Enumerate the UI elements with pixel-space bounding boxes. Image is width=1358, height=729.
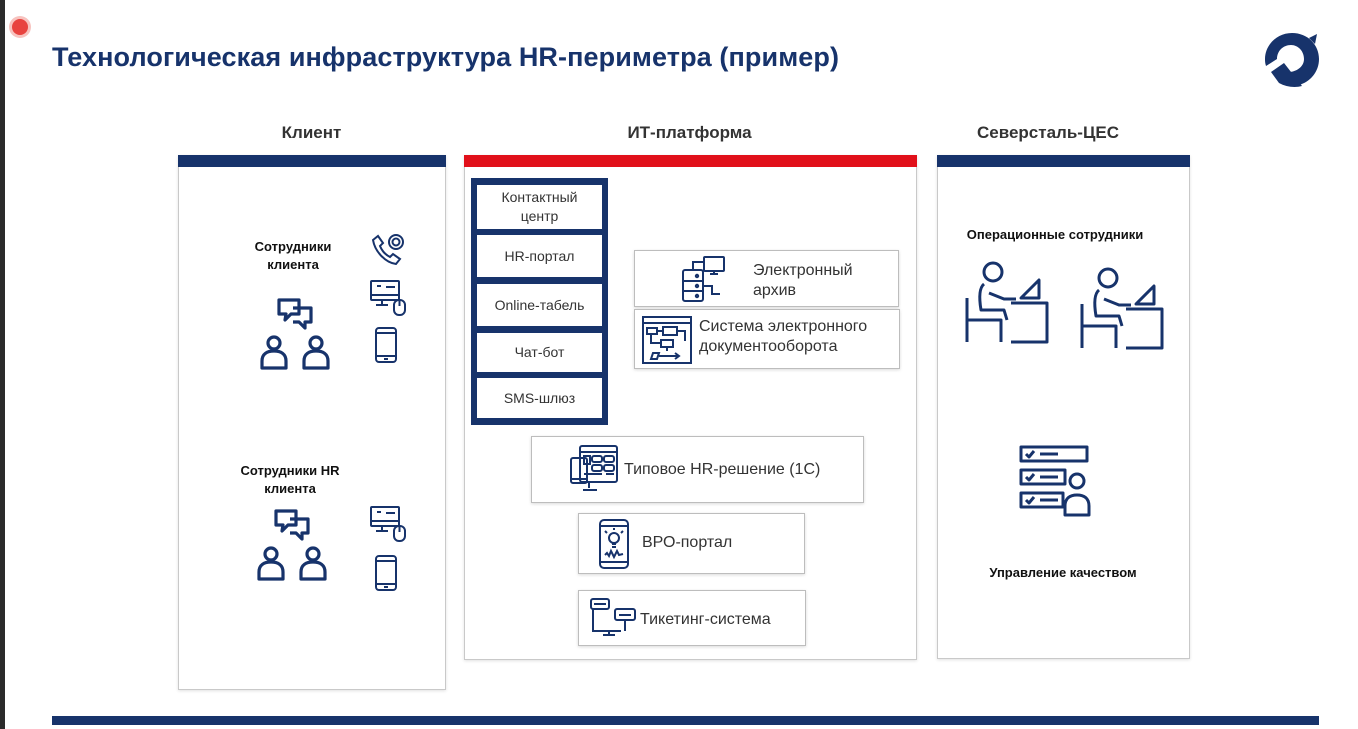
mobile-bulb-icon xyxy=(599,519,629,569)
chat-devices-icon xyxy=(590,598,636,636)
office-worker-icon xyxy=(965,261,1049,344)
computer-mouse-icon xyxy=(370,280,406,316)
electronic-archive-box: Электронный архив xyxy=(634,250,899,307)
severstal-panel-bar xyxy=(937,155,1190,167)
it-panel-bar xyxy=(464,155,917,167)
severstal-panel xyxy=(937,155,1190,659)
channel-online-timesheet: Online-табель xyxy=(477,284,602,326)
window-edge xyxy=(0,0,5,729)
hr-solution-box: Типовое HR-решение (1С) xyxy=(531,436,864,503)
severstal-column-header: Северсталь-ЦЕС xyxy=(977,123,1119,142)
channel-contact-center: Контактный центр xyxy=(477,185,602,229)
electronic-archive-label: Электронный архив xyxy=(753,262,853,299)
footer-bar xyxy=(52,716,1319,725)
ticketing-system-label: Тикетинг-система xyxy=(640,611,771,628)
office-worker-icon xyxy=(1080,267,1164,350)
client-column-header: Клиент xyxy=(281,123,342,142)
checklist-person-icon xyxy=(1019,445,1091,517)
computer-mouse-icon xyxy=(370,506,406,542)
people-chat-icon xyxy=(257,509,327,581)
dashboard-monitor-icon xyxy=(570,445,618,491)
edo-system-box: Система электронного документооборота xyxy=(634,309,900,369)
recording-indicator-icon xyxy=(12,19,28,35)
archive-server-icon xyxy=(682,256,725,302)
workflow-icon xyxy=(642,316,692,364)
client-panel-bar xyxy=(178,155,446,167)
channel-chat-bot: Чат-бот xyxy=(477,333,602,372)
company-logo-icon xyxy=(1265,33,1319,87)
ticketing-system-box: Тикетинг-система xyxy=(578,590,806,646)
bro-portal-label: ВРО-портал xyxy=(642,534,733,551)
hr-solution-label: Типовое HR-решение (1С) xyxy=(624,461,821,478)
phone-call-icon xyxy=(371,234,404,266)
channel-hr-portal: HR-портал xyxy=(477,235,602,277)
quality-management-label: Управление качеством xyxy=(989,565,1137,580)
bro-portal-box: ВРО-портал xyxy=(578,513,805,574)
people-chat-icon xyxy=(260,298,330,370)
smartphone-icon xyxy=(375,555,397,591)
client-hr-employees-label: Сотрудники HR клиента xyxy=(240,463,340,496)
edo-system-label: Система электронного документооборота xyxy=(699,318,868,355)
operational-staff-label: Операционные сотрудники xyxy=(966,227,1144,242)
it-column-header: ИТ-платформа xyxy=(627,123,752,142)
slide-title: Технологическая инфраструктура HR-периме… xyxy=(52,42,840,72)
client-panel xyxy=(178,155,446,690)
smartphone-icon xyxy=(375,327,397,363)
client-employees-label: Сотрудники клиента xyxy=(254,239,332,272)
channel-sms-gateway: SMS-шлюз xyxy=(477,378,602,418)
